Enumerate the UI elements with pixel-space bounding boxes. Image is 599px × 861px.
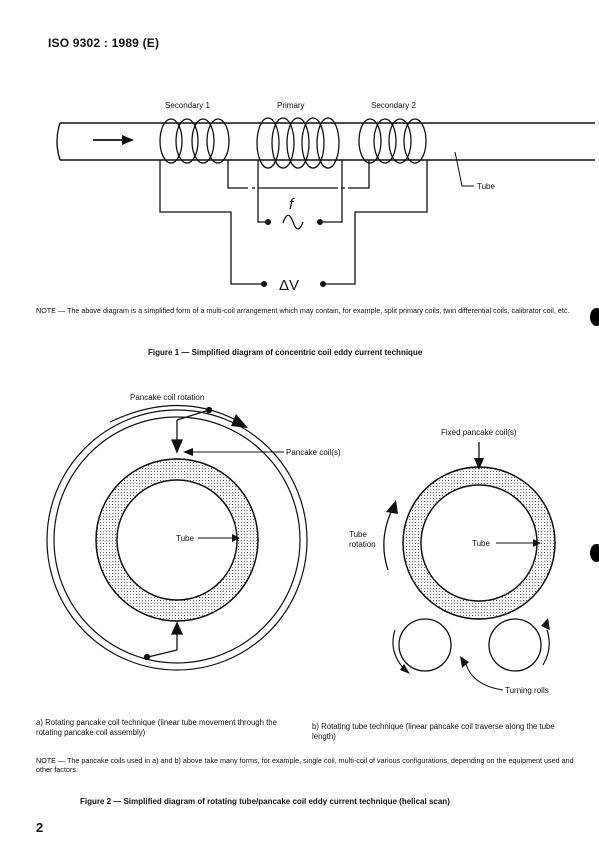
pancake-coil-bottom (143, 621, 184, 661)
output-terminals (261, 281, 326, 287)
pancake-coils-leader (183, 448, 284, 456)
tube-a-leader (198, 534, 240, 542)
tube-motion-arrow (93, 135, 134, 145)
rotation-arrow-a (109, 404, 248, 428)
figure1-caption: Figure 1 — Simplified diagram of concent… (148, 348, 423, 357)
tube-rotation-label-line2: rotation (349, 540, 376, 549)
pancake-coils-label: Pancake coil(s) (286, 448, 341, 457)
figure2-subcaption-b: b) Rotating tube technique (linear panca… (312, 722, 555, 741)
figure2-subcaption-a: a) Rotating pancake coil technique (line… (36, 718, 277, 737)
figure2-diagram: Pancake coil rotation Pancake coil(s) Tu… (46, 393, 556, 695)
binding-mark-lower (590, 544, 599, 562)
roll-rotation-arrows (392, 629, 550, 671)
delta-v-label: ΔV (279, 277, 299, 294)
turning-rolls (398, 618, 542, 672)
frequency-label: f (289, 196, 295, 213)
tube-b-label: Tube (472, 539, 490, 548)
tube-rotation-arrow (383, 500, 398, 571)
fixed-coil-arrow (474, 442, 484, 470)
tube-leader (454, 151, 474, 187)
rotating-coil-assembly (46, 409, 308, 671)
tube-body (56, 122, 595, 161)
secondary2-coil (358, 118, 427, 164)
page-number: 2 (36, 820, 44, 835)
secondary1-coil (159, 118, 230, 164)
pancake-coil-rotation-label: Pancake coil rotation (130, 393, 204, 402)
fixed-pancake-coils-label: Fixed pancake coil(s) (441, 428, 517, 437)
figure2-note: NOTE — The pancake coils used in a) and … (36, 756, 574, 774)
figure1-note: NOTE — The above diagram is a simplified… (36, 306, 570, 315)
pancake-coil-top (171, 406, 213, 454)
binding-mark-upper (590, 308, 599, 326)
turning-rolls-label: Turning rolls (505, 686, 549, 695)
tube-b-leader (496, 539, 541, 547)
tube-rotation-label-line1: Tube (349, 530, 367, 539)
secondary1-label: Secondary 1 (165, 101, 210, 110)
tube-label: Tube (477, 182, 495, 191)
tube-a-label: Tube (176, 534, 194, 543)
figure1-diagram: Secondary 1 Primary Secondary 2 Tube f Δ… (56, 101, 595, 294)
page-header: ISO 9302 : 1989 (E) (48, 36, 160, 50)
ac-source-symbol (265, 214, 323, 230)
coil-wiring (159, 160, 428, 285)
secondary2-label: Secondary 2 (371, 101, 416, 110)
figure2-caption: Figure 2 — Simplified diagram of rotatin… (80, 797, 450, 806)
primary-label: Primary (277, 101, 305, 110)
tube-cross-section-a (95, 458, 259, 622)
primary-coil (256, 117, 340, 169)
